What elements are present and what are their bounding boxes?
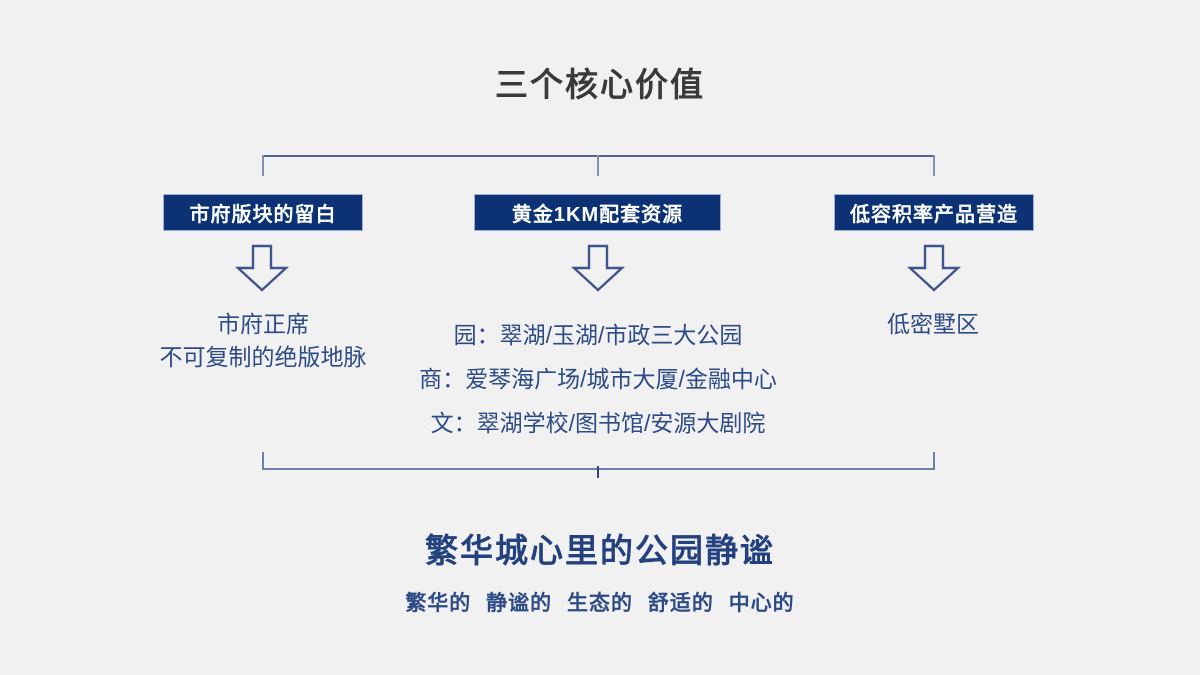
- footer-tag: 繁华的: [405, 592, 472, 615]
- bracket-tick-left: [262, 155, 264, 176]
- down-arrow-icon: [234, 244, 290, 292]
- bracket-tick-center: [597, 155, 599, 176]
- down-arrow-icon: [906, 244, 962, 292]
- value-pill-3[interactable]: 低容积率产品营造: [834, 194, 1034, 231]
- bottom-bracket-connector: [262, 452, 935, 478]
- top-bracket-connector: [262, 155, 935, 177]
- footer-headline: 繁华城心里的公园静谧: [425, 532, 775, 569]
- bracket-tick-right: [933, 155, 935, 176]
- value-pill-2[interactable]: 黄金1KM配套资源: [474, 194, 721, 231]
- footer-tag: 中心的: [728, 592, 795, 615]
- footer-tag: 生态的: [567, 592, 633, 615]
- footer-tag: 静谧的: [486, 592, 553, 615]
- value-pill-1[interactable]: 市府版块的留白: [163, 194, 363, 231]
- bracket-tick-right: [933, 452, 935, 470]
- bracket-tick-left: [262, 452, 264, 470]
- branch-detail-1: 市府正席 不可复制的绝版地脉: [159, 311, 367, 370]
- footer-tag-list: 繁华的 静谧的 生态的 舒适的 中心的: [0, 587, 1200, 617]
- down-arrow-icon: [570, 244, 626, 292]
- branch-detail-3: 低密墅区: [887, 311, 979, 337]
- page-title: 三个核心价值: [495, 66, 705, 103]
- branch-detail-2: 园：翠湖/玉湖/市政三大公园 商：爱琴海广场/城市大厦/金融中心 文：翠湖学校/…: [419, 322, 777, 436]
- footer-tag: 舒适的: [647, 592, 714, 615]
- bracket-tick-center: [597, 466, 599, 478]
